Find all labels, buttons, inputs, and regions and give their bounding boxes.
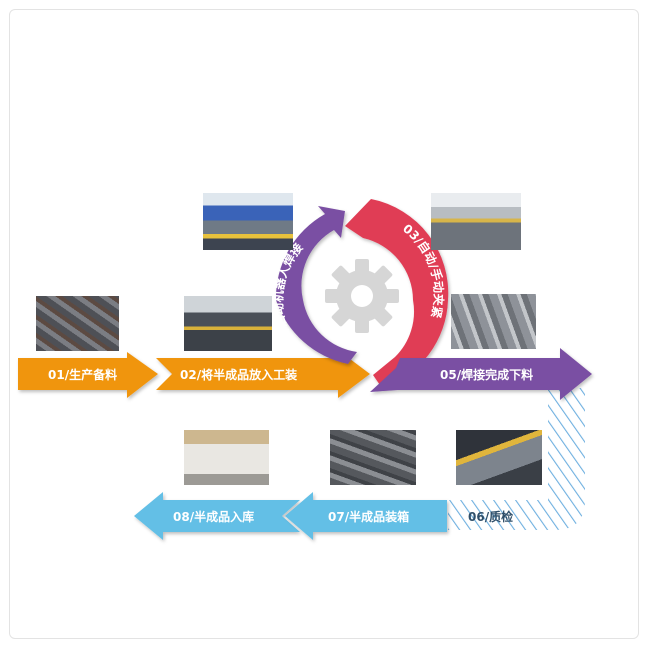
photo-robot-welding-cell <box>203 193 293 250</box>
image-frame <box>9 9 639 639</box>
step-02-label: 02/将半成品放入工装 <box>180 367 297 382</box>
step-01-arrow <box>18 352 158 398</box>
step-07-arrow <box>285 492 447 540</box>
step-03-arrow <box>345 199 449 388</box>
gear-icon <box>325 259 399 333</box>
step-04-arrow <box>275 206 357 364</box>
photo-quality-inspection <box>456 430 542 485</box>
photo-unloaded-parts <box>451 294 536 349</box>
step-05-arrow <box>370 348 592 400</box>
photo-boxed-parts <box>330 430 416 485</box>
step-08-label: 08/半成品入库 <box>173 509 254 524</box>
step-06-arrow <box>448 388 585 530</box>
photo-fixture-loading <box>184 296 272 351</box>
step-05-label: 05/焊接完成下料 <box>440 367 533 382</box>
photo-raw-materials <box>36 296 119 351</box>
step-08-arrow <box>134 492 300 540</box>
photo-warehouse-bags <box>184 430 269 485</box>
photo-clamping-fixture <box>431 193 521 250</box>
step-02-arrow <box>156 350 370 398</box>
step-06-label: 06/质检 <box>468 509 513 524</box>
step-01-label: 01/生产备料 <box>48 367 117 382</box>
step-07-label: 07/半成品装箱 <box>328 509 409 524</box>
